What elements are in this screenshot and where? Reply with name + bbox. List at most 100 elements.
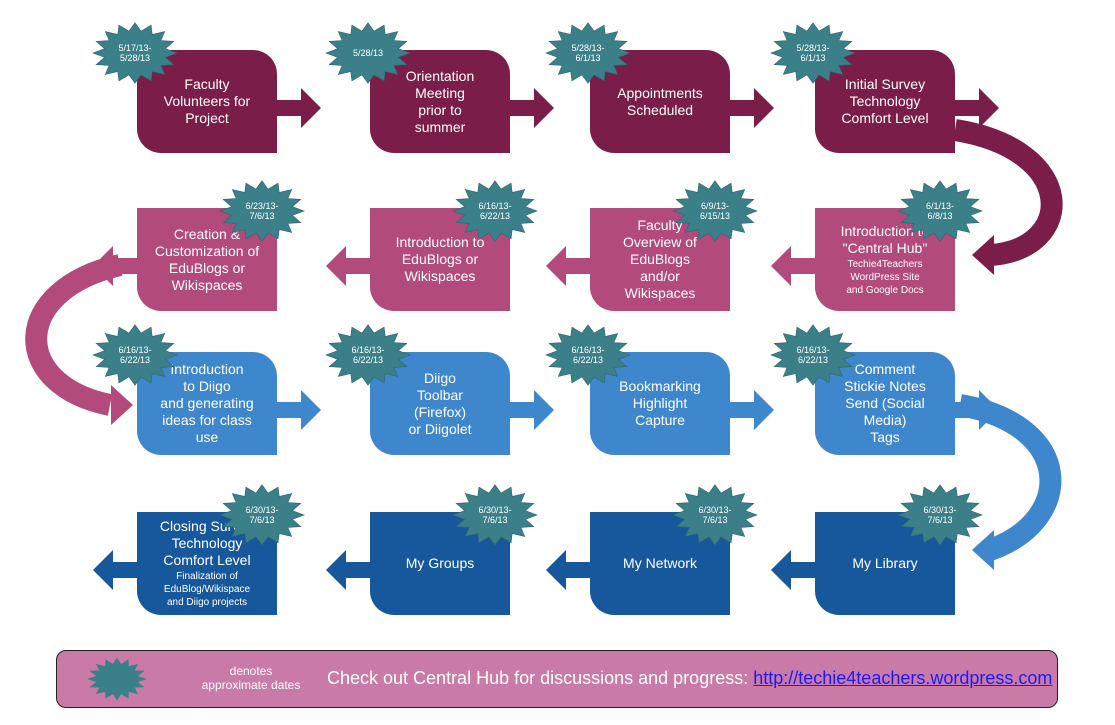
step-title: Closing Survey Technology Comfort Level [159,518,254,568]
step-title: Faculty Overview of EduBlogs and/or Wiki… [623,217,697,301]
badge-date-text: 5/28/13 [352,48,384,58]
badge-date-text: 6/30/13- 7/6/13 [245,505,279,525]
step-title: Introduction to Diigo and generating ide… [160,361,254,445]
badge-date-text: 6/30/13- 7/6/13 [923,505,957,525]
date-badge-r4-c4: 6/30/13- 7/6/13 [897,484,983,546]
curve-arrow-row1-row2 [953,119,1063,266]
badge-date-text: 6/23/13- 7/6/13 [245,201,279,221]
badge-date-text: 5/17/13- 5/28/13 [118,43,152,63]
step-title: Comment Stickie Notes Send (Social Media… [844,361,926,445]
date-badge-r4-c3: 6/30/13- 7/6/13 [672,484,758,546]
step-subtitle: Finalization of EduBlog/Wikispace and Di… [163,571,251,608]
curve-arrow-row1-row2-head [972,235,994,275]
legend-message-text: Check out Central Hub for discussions an… [327,668,749,688]
badge-date-text: 6/16/13- 6/22/13 [351,345,385,365]
step-title: Introduction to "Central Hub" [840,222,930,256]
badge-date-text: 5/28/13- 6/1/13 [571,43,605,63]
step-card-r2-c4: Introduction to "Central Hub"Techie4Teac… [815,208,955,311]
star-badge-icon [545,22,631,84]
date-badge-r2-c4: 6/1/13- 6/8/13 [897,180,983,242]
step-title: Diigo Toolbar (Firefox) or Diigolet [408,369,472,437]
central-hub-link[interactable]: http://techie4teachers.wordpress.com [753,668,1053,688]
badge-date-text: 6/16/13- 6/22/13 [478,201,512,221]
step-arrow-r1-c1 [271,88,321,128]
star-badge-icon [92,22,178,84]
star-badge-icon [87,657,147,701]
date-badge-r3-c3: 6/16/13- 6/22/13 [545,324,631,386]
star-badge-icon [672,180,758,242]
step-arrow-r3-c1 [271,390,321,430]
badge-date-text: 6/1/13- 6/8/13 [925,201,955,221]
date-badge-r2-c2: 6/16/13- 6/22/13 [452,180,538,242]
star-badge-icon [325,22,411,84]
date-badge-r4-c2: 6/30/13- 7/6/13 [452,484,538,546]
curve-arrow-row3-row4 [957,394,1062,561]
step-card-r1-c2: Orientation Meeting prior to summer [370,50,510,153]
legend-denotes-text: denotes approximate dates [201,664,301,692]
date-badge-r3-c4: 6/16/13- 6/22/13 [770,324,856,386]
star-badge-icon [325,324,411,386]
step-card-r3-c4: Comment Stickie Notes Send (Social Media… [815,352,955,455]
step-arrow-r1-c3 [724,88,774,128]
date-badge-r3-c2: 6/16/13- 6/22/13 [325,324,411,386]
star-badge-icon [897,180,983,242]
step-card-r1-c1: Faculty Volunteers for Project [137,50,277,153]
badge-date-text: 6/30/13- 7/6/13 [478,505,512,525]
step-title: Bookmarking Highlight Capture [619,378,701,428]
badge-date-text: 6/16/13- 6/22/13 [118,345,152,365]
step-arrow-r3-c2 [504,390,554,430]
step-subtitle: Techie4Teachers WordPress Site and Googl… [846,258,924,296]
date-badge-r2-c3: 6/9/13- 6/15/13 [672,180,758,242]
date-badge-r3-c1: 6/16/13- 6/22/13 [92,324,178,386]
step-arrow-r2-c1 [93,246,143,286]
star-badge-icon [770,324,856,386]
date-badge-r2-c1: 6/23/13- 7/6/13 [219,180,305,242]
step-arrow-r4-c2 [326,550,376,590]
star-badge-icon [770,22,856,84]
step-title: Introduction to EduBlogs or Wikispaces [395,234,485,284]
step-arrow-r1-c2 [504,88,554,128]
step-title: Appointments Scheduled [617,84,703,118]
date-badge-r1-c1: 5/17/13- 5/28/13 [92,22,178,84]
star-badge-icon [92,324,178,386]
step-title: My Network [623,555,697,571]
step-arrow-r2-c3 [546,246,596,286]
badge-date-text: 6/16/13- 6/22/13 [571,345,605,365]
date-badge-r1-c4: 5/28/13- 6/1/13 [770,22,856,84]
badge-date-text: 6/30/13- 7/6/13 [698,505,732,525]
step-arrow-r4-c4 [771,550,821,590]
step-title: Faculty Volunteers for Project [163,76,251,126]
curve-arrow-row2-row3-head [111,385,133,425]
step-arrow-r2-c4 [771,246,821,286]
star-badge-icon [219,484,305,546]
star-badge-icon [672,484,758,546]
badge-date-text: 5/28/13- 6/1/13 [796,43,830,63]
step-arrow-r2-c2 [326,246,376,286]
curve-arrow-row3-row4-head [972,530,994,570]
legend-box: denotes approximate dates Check out Cent… [56,650,1058,708]
date-badge-r1-c2: 5/28/13 [325,22,411,84]
badge-date-text: 6/16/13- 6/22/13 [796,345,830,365]
date-badge-r4-c1: 6/30/13- 7/6/13 [219,484,305,546]
step-title: My Library [852,555,918,571]
star-badge-icon [545,324,631,386]
step-arrow-r3-c3 [724,390,774,430]
step-arrow-r3-c4 [949,390,999,430]
step-arrow-r4-c1 [93,550,143,590]
date-badge-r1-c3: 5/28/13- 6/1/13 [545,22,631,84]
step-arrow-r1-c4 [949,88,999,128]
curve-arrow-row2-row3 [25,254,123,416]
step-title: Orientation Meeting prior to summer [405,67,475,135]
star-badge-icon [897,484,983,546]
legend-message: Check out Central Hub for discussions an… [327,668,1052,689]
step-title: Creation & Customization of EduBlogs or … [154,225,260,293]
badge-date-text: 6/9/13- 6/15/13 [699,201,731,221]
star-badge-icon [219,180,305,242]
step-card-r1-c4: Initial Survey Technology Comfort Level [815,50,955,153]
star-badge-icon [452,484,538,546]
step-title: My Groups [405,555,475,571]
step-arrow-r4-c3 [546,550,596,590]
star-badge-icon [452,180,538,242]
step-title: Initial Survey Technology Comfort Level [841,76,929,126]
